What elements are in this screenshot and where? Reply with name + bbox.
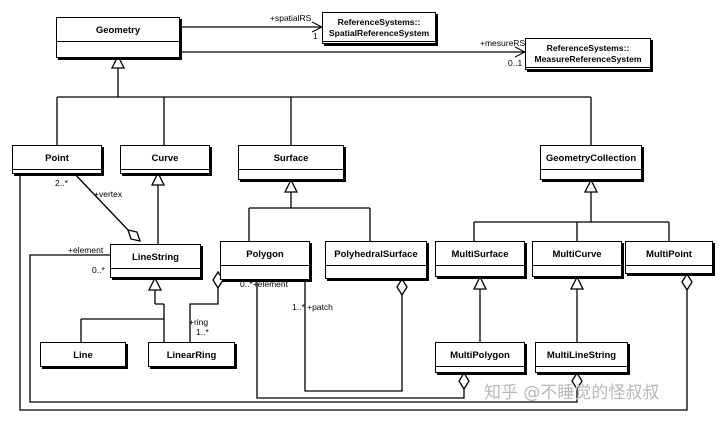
class-name: MultiLineString bbox=[536, 343, 627, 367]
class-geometry-collection[interactable]: GeometryCollection bbox=[540, 145, 642, 180]
surface-inheritance-tree bbox=[248, 192, 371, 241]
class-linear-ring[interactable]: LinearRing bbox=[148, 342, 235, 367]
vertex-aggregation bbox=[71, 170, 129, 231]
class-name: ReferenceSystems:: MeasureReferenceSyste… bbox=[526, 39, 650, 68]
class-name: MultiPolygon bbox=[436, 343, 524, 367]
multipoint-diamond bbox=[681, 272, 693, 292]
vertex-diamond bbox=[127, 229, 141, 242]
class-polyhedral-surface[interactable]: PolyhedralSurface bbox=[325, 241, 427, 279]
class-name: MultiCurve bbox=[533, 242, 621, 266]
class-name: Polygon bbox=[221, 242, 309, 266]
linestring-inheritance-arrow bbox=[147, 276, 163, 291]
class-multi-line-string[interactable]: MultiLineString bbox=[535, 342, 628, 373]
class-spatial-reference-system[interactable]: ReferenceSystems:: SpatialReferenceSyste… bbox=[322, 12, 436, 44]
multilinestring-diamond bbox=[571, 371, 583, 391]
class-name: Line bbox=[41, 343, 125, 367]
collection-inheritance-arrow bbox=[583, 178, 599, 193]
multicurve-inheritance-arrow bbox=[569, 275, 585, 290]
multipolygon-diamond bbox=[458, 371, 470, 391]
class-name: LinearRing bbox=[149, 343, 234, 367]
surface-inheritance-arrow bbox=[283, 178, 299, 193]
class-measure-reference-system[interactable]: ReferenceSystems:: MeasureReferenceSyste… bbox=[525, 38, 651, 70]
class-curve[interactable]: Curve bbox=[120, 145, 210, 174]
vertex-role-label: +vertex bbox=[94, 189, 123, 199]
spatial-rs-role-label: +spatialRS bbox=[270, 13, 312, 23]
watermark: 知乎 @不睡觉的怪叔叔 bbox=[484, 383, 660, 403]
mesure-rs-role-label: +mesureRS bbox=[480, 38, 526, 48]
class-name-type: SpatialReferenceSystem bbox=[328, 27, 430, 38]
polygon-element-label: 0..*+element bbox=[240, 279, 288, 289]
class-name: Curve bbox=[121, 146, 209, 170]
class-name: Point bbox=[13, 146, 101, 170]
collection-inheritance-tree bbox=[473, 192, 670, 241]
ring-aggregation bbox=[189, 288, 219, 342]
ring-role-label: +ring bbox=[189, 317, 209, 327]
class-name: MultiSurface bbox=[436, 242, 524, 266]
class-point[interactable]: Point bbox=[12, 145, 102, 174]
vertex-multiplicity-label: 2..* bbox=[55, 178, 68, 188]
polygon-polyhedral-aggregation bbox=[304, 280, 403, 392]
class-polygon[interactable]: Polygon bbox=[220, 241, 310, 280]
multisurface-inheritance-arrow bbox=[472, 275, 488, 290]
class-line-string[interactable]: LineString bbox=[110, 244, 201, 278]
curve-inheritance-arrow bbox=[150, 171, 166, 186]
element-multiplicity-label: 0..* bbox=[92, 265, 105, 275]
class-line[interactable]: Line bbox=[40, 342, 126, 367]
point-multipoint-aggregation bbox=[19, 172, 688, 411]
class-multi-surface[interactable]: MultiSurface bbox=[435, 241, 525, 277]
class-name: Surface bbox=[239, 146, 343, 170]
class-name: MultiPoint bbox=[626, 242, 712, 266]
class-name: LineString bbox=[111, 245, 200, 269]
class-geometry[interactable]: Geometry bbox=[56, 17, 180, 58]
class-name: GeometryCollection bbox=[541, 146, 641, 170]
polygon-multipolygon-aggregation bbox=[256, 280, 465, 399]
class-surface[interactable]: Surface bbox=[238, 145, 344, 180]
spatial-rs-multiplicity-label: 1 bbox=[313, 31, 318, 41]
linestring-subclass-tree bbox=[80, 290, 165, 342]
class-name: ReferenceSystems:: SpatialReferenceSyste… bbox=[323, 13, 435, 42]
class-name-package: ReferenceSystems:: bbox=[546, 43, 630, 53]
class-multi-curve[interactable]: MultiCurve bbox=[532, 241, 622, 277]
ring-multiplicity-label: 1..* bbox=[196, 327, 209, 337]
class-multi-point[interactable]: MultiPoint bbox=[625, 241, 713, 274]
class-name: Geometry bbox=[57, 18, 179, 42]
element-role-label: +element bbox=[68, 245, 104, 255]
class-name: PolyhedralSurface bbox=[326, 242, 426, 266]
class-name-package: ReferenceSystems:: bbox=[337, 17, 421, 27]
class-multi-polygon[interactable]: MultiPolygon bbox=[435, 342, 525, 373]
geometry-inheritance-arrow bbox=[110, 54, 126, 69]
geometry-inheritance-tree bbox=[56, 68, 592, 145]
class-name-type: MeasureReferenceSystem bbox=[534, 53, 642, 64]
patch-label: 1..* +patch bbox=[292, 302, 333, 312]
point-element-to-linestring bbox=[29, 254, 110, 268]
mesure-rs-multiplicity-label: 0..1 bbox=[508, 58, 523, 68]
polyhedral-diamond bbox=[396, 277, 408, 297]
linestring-multilinestring-aggregation bbox=[29, 268, 578, 403]
